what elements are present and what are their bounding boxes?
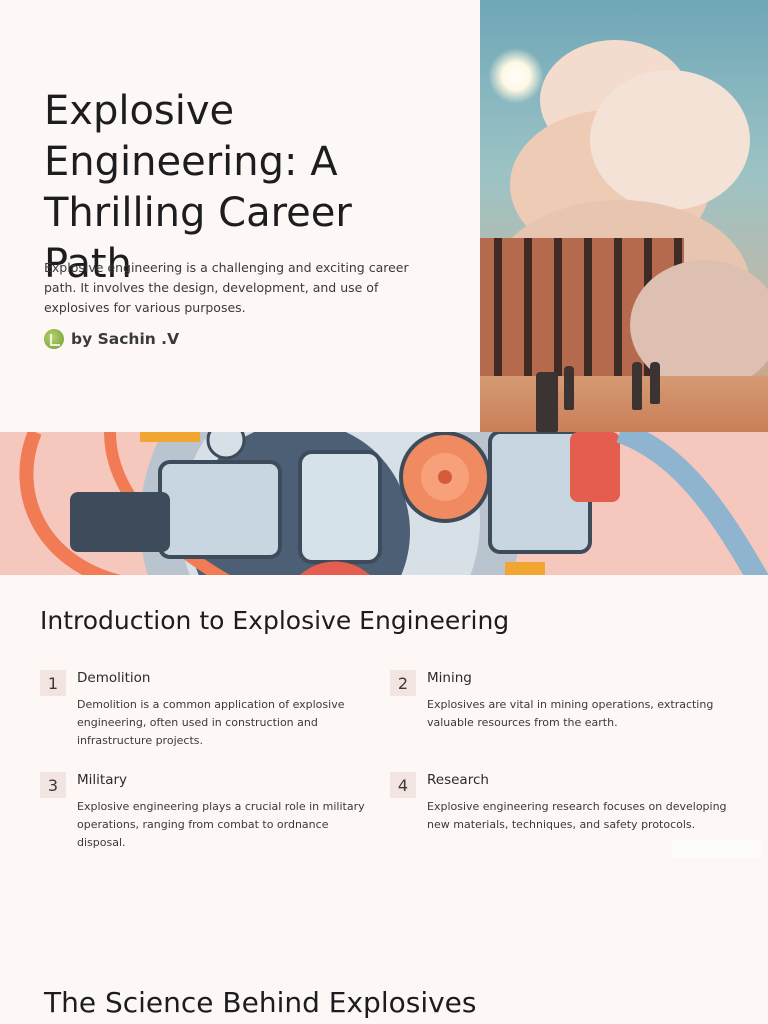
- machinery-illustration: [0, 432, 768, 575]
- item-description: Explosive engineering research focuses o…: [427, 800, 727, 831]
- hero-section: Explosive Engineering: A Thrilling Caree…: [0, 0, 768, 432]
- explosion-photo: [480, 0, 768, 432]
- author-avatar-icon: [44, 329, 64, 349]
- sun-glare: [488, 48, 544, 104]
- item-description: Demolition is a common application of ex…: [77, 698, 345, 747]
- hero-subtitle: Explosive engineering is a challenging a…: [44, 260, 409, 315]
- person: [650, 362, 660, 404]
- item-number-badge: 2: [390, 670, 416, 696]
- item-description: Explosive engineering plays a crucial ro…: [77, 800, 365, 849]
- author-byline: by Sachin .V: [44, 328, 179, 350]
- person: [632, 362, 642, 410]
- item-description: Explosives are vital in mining operation…: [427, 698, 714, 729]
- ground: [480, 376, 768, 432]
- item-title: Mining: [427, 670, 472, 686]
- hero-text: Explosive Engineering: A Thrilling Caree…: [44, 0, 444, 432]
- item-title: Research: [427, 772, 489, 788]
- smoke-cloud: [590, 70, 750, 210]
- person: [536, 372, 558, 432]
- machinery-drawing: [0, 432, 768, 575]
- item-number-badge: 4: [390, 772, 416, 798]
- item-title: Military: [77, 772, 128, 788]
- item-title: Demolition: [77, 670, 151, 686]
- section-title-science: The Science Behind Explosives: [44, 986, 477, 1019]
- item-number-badge: 3: [40, 772, 66, 798]
- author-name: by Sachin .V: [71, 330, 180, 348]
- section-title-introduction: Introduction to Explosive Engineering: [40, 606, 510, 635]
- presentation-control[interactable]: [672, 840, 762, 858]
- person: [564, 366, 574, 410]
- page-title: Explosive Engineering: A Thrilling Caree…: [44, 88, 352, 287]
- item-number-badge: 1: [40, 670, 66, 696]
